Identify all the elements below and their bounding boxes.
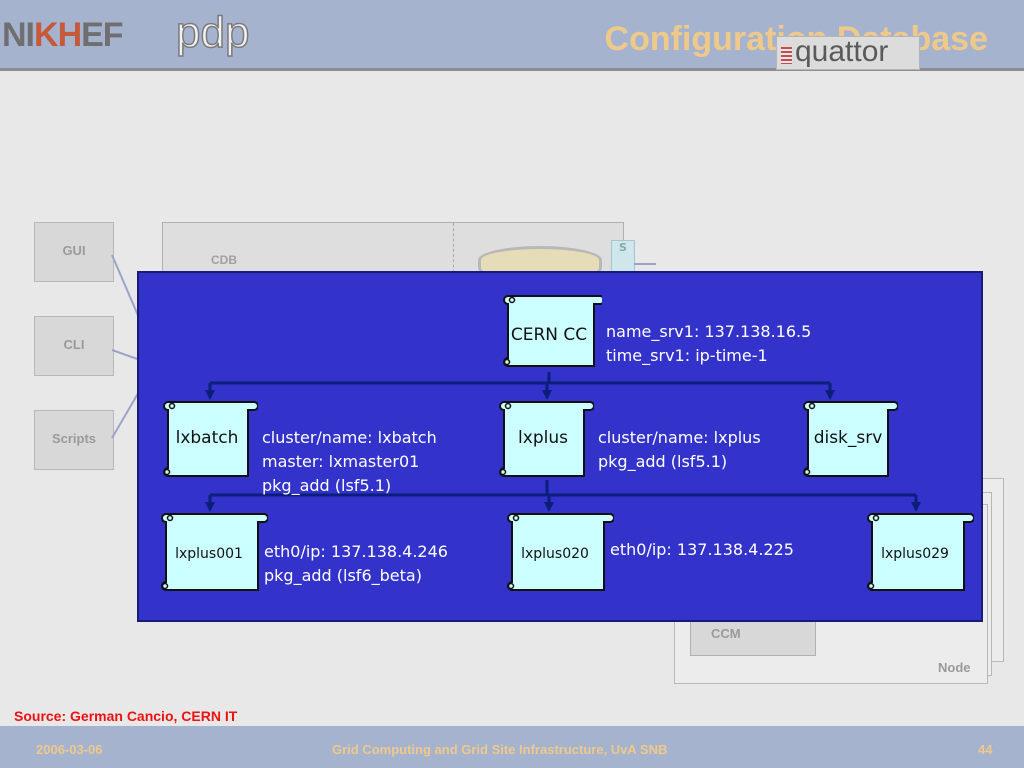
scroll-icon [867,513,974,591]
attr-lxbatch-2: pkg_add (lsf5.1) [262,476,392,495]
scroll-icon [499,401,594,477]
attr-cern-cc-1: time_srv1: ip-time-1 [606,346,768,365]
quattor-logo: quattor [776,35,920,70]
header-rule [0,68,1024,71]
scroll-icon [163,401,258,477]
footer-band [0,726,1024,768]
scripts-box: Scripts [34,410,114,470]
scroll-icon [161,513,268,591]
node-cern-cc-label: CERN CC [510,325,588,345]
cli-box: CLI [34,316,114,376]
server-arrow [634,263,656,265]
node-disk-srv-label: disk_srv [813,428,883,448]
cdb-divider [453,223,454,283]
node-lxplus020-label: lxplus020 [521,546,589,562]
source-credit: Source: German Cancio, CERN IT [14,708,238,724]
nikhef-logo: NIKHEF [2,16,124,54]
attr-lxplus-1: pkg_add (lsf5.1) [598,452,728,471]
cdb-label: CDB [211,253,237,267]
node-lxplus001-label: lxplus001 [175,546,243,562]
scroll-icon [503,295,602,367]
pdp-logo: pdp [175,7,250,58]
node-lxplus029: lxplus029 [866,510,974,592]
node-lxplus020: lxplus020 [506,510,614,592]
node-lxplus-label: lxplus [518,428,568,448]
footer-title: Grid Computing and Grid Site Infrastruct… [332,742,668,757]
attr-lxplus020-0: eth0/ip: 137.138.4.225 [610,540,794,559]
node-lxbatch-label: lxbatch [175,428,239,448]
quattor-logo-text: quattor [795,35,889,68]
node-lxbatch: lxbatch [162,398,258,477]
gui-box: GUI [34,222,114,282]
scroll-icon [803,401,898,477]
node-lxplus001: lxplus001 [160,510,268,592]
node-cern-cc: CERN CC [502,292,602,372]
quattor-logo-mark [781,47,792,64]
node-label: Node [938,660,971,675]
node-disk-srv: disk_srv [802,398,898,477]
attr-lxplus-0: cluster/name: lxplus [598,428,761,447]
page-number: 44 [978,742,993,757]
attr-lxbatch-0: cluster/name: lxbatch [262,428,437,447]
attr-lxplus001-0: eth0/ip: 137.138.4.246 [264,542,448,561]
attr-lxplus001-1: pkg_add (lsf6_beta) [264,566,422,585]
node-lxplus: lxplus [498,398,594,477]
node-lxplus029-label: lxplus029 [881,546,949,562]
attr-cern-cc-0: name_srv1: 137.138.16.5 [606,322,812,341]
footer-date: 2006-03-06 [36,742,103,757]
attr-lxbatch-1: master: lxmaster01 [262,452,420,471]
scroll-icon [507,513,614,591]
